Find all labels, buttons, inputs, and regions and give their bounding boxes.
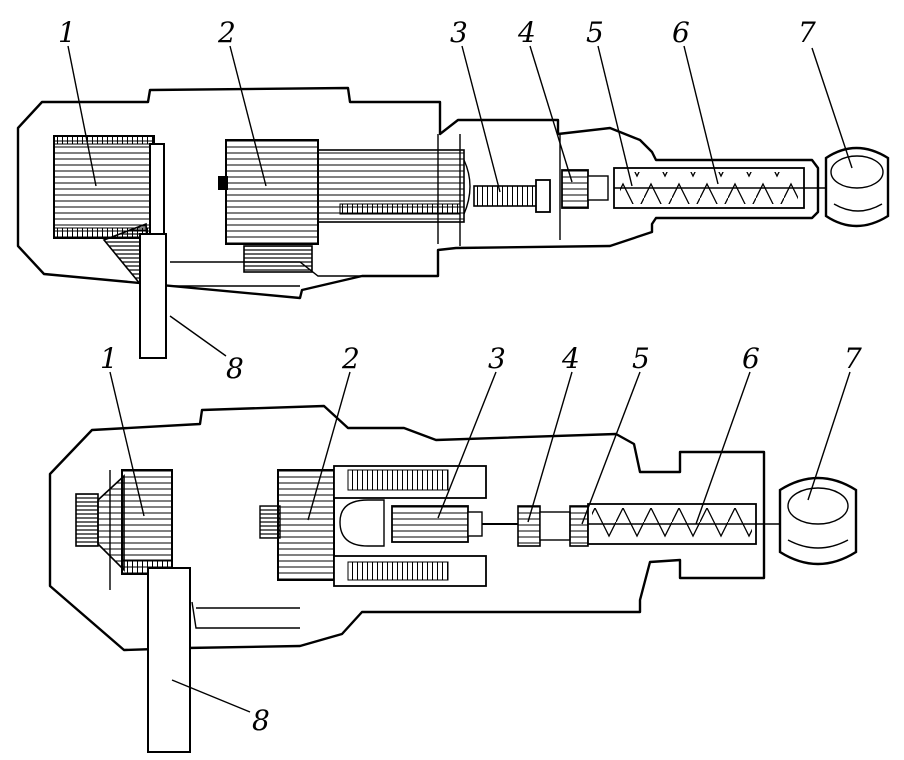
- top-label-1: 1: [58, 16, 76, 49]
- top-callouts: 1 2 3 4 5 6 7 8: [58, 16, 816, 385]
- bottom-label-1: 1: [100, 342, 118, 375]
- bottom-part-8-rod: [147, 567, 191, 753]
- top-label-5: 5: [586, 16, 604, 49]
- bottom-part-2-gear-block: [259, 465, 487, 587]
- bottom-label-2: 2: [341, 342, 360, 375]
- top-part-8-rod: [139, 233, 167, 359]
- bottom-part-7-handwheel: [778, 476, 858, 566]
- bottom-label-4: 4: [561, 342, 580, 375]
- top-assembly: [16, 86, 890, 359]
- bottom-part-1-motor: [75, 469, 173, 575]
- top-housing: [16, 86, 820, 300]
- top-part-4-nut: [561, 169, 609, 209]
- bottom-label-3: 3: [488, 342, 506, 375]
- bottom-part-5-collar: [569, 505, 589, 547]
- bottom-label-6: 6: [742, 342, 760, 375]
- bottom-part-4-nut: [517, 505, 571, 547]
- top-label-3: 3: [450, 16, 468, 49]
- top-part-6-spring: [613, 167, 826, 209]
- top-part-2-gear-block: [218, 139, 471, 273]
- top-label-8: 8: [226, 352, 244, 385]
- bottom-label-8: 8: [252, 704, 270, 737]
- top-part-3-coupling: [473, 179, 551, 213]
- top-label-6: 6: [672, 16, 690, 49]
- bottom-assembly: [48, 404, 858, 753]
- bottom-label-5: 5: [632, 342, 650, 375]
- bottom-callouts: 1 2 3 4 5 6 7 8: [100, 342, 862, 737]
- top-label-7: 7: [798, 16, 816, 49]
- bottom-label-7: 7: [844, 342, 862, 375]
- top-label-4: 4: [517, 16, 536, 49]
- top-part-7-handwheel: [824, 146, 890, 228]
- leader-lines: [67, 45, 853, 713]
- top-label-2: 2: [217, 16, 236, 49]
- bottom-part-6-spring: [587, 503, 780, 545]
- bottom-part-3-coupling: [391, 505, 518, 543]
- bottom-housing: [48, 404, 766, 652]
